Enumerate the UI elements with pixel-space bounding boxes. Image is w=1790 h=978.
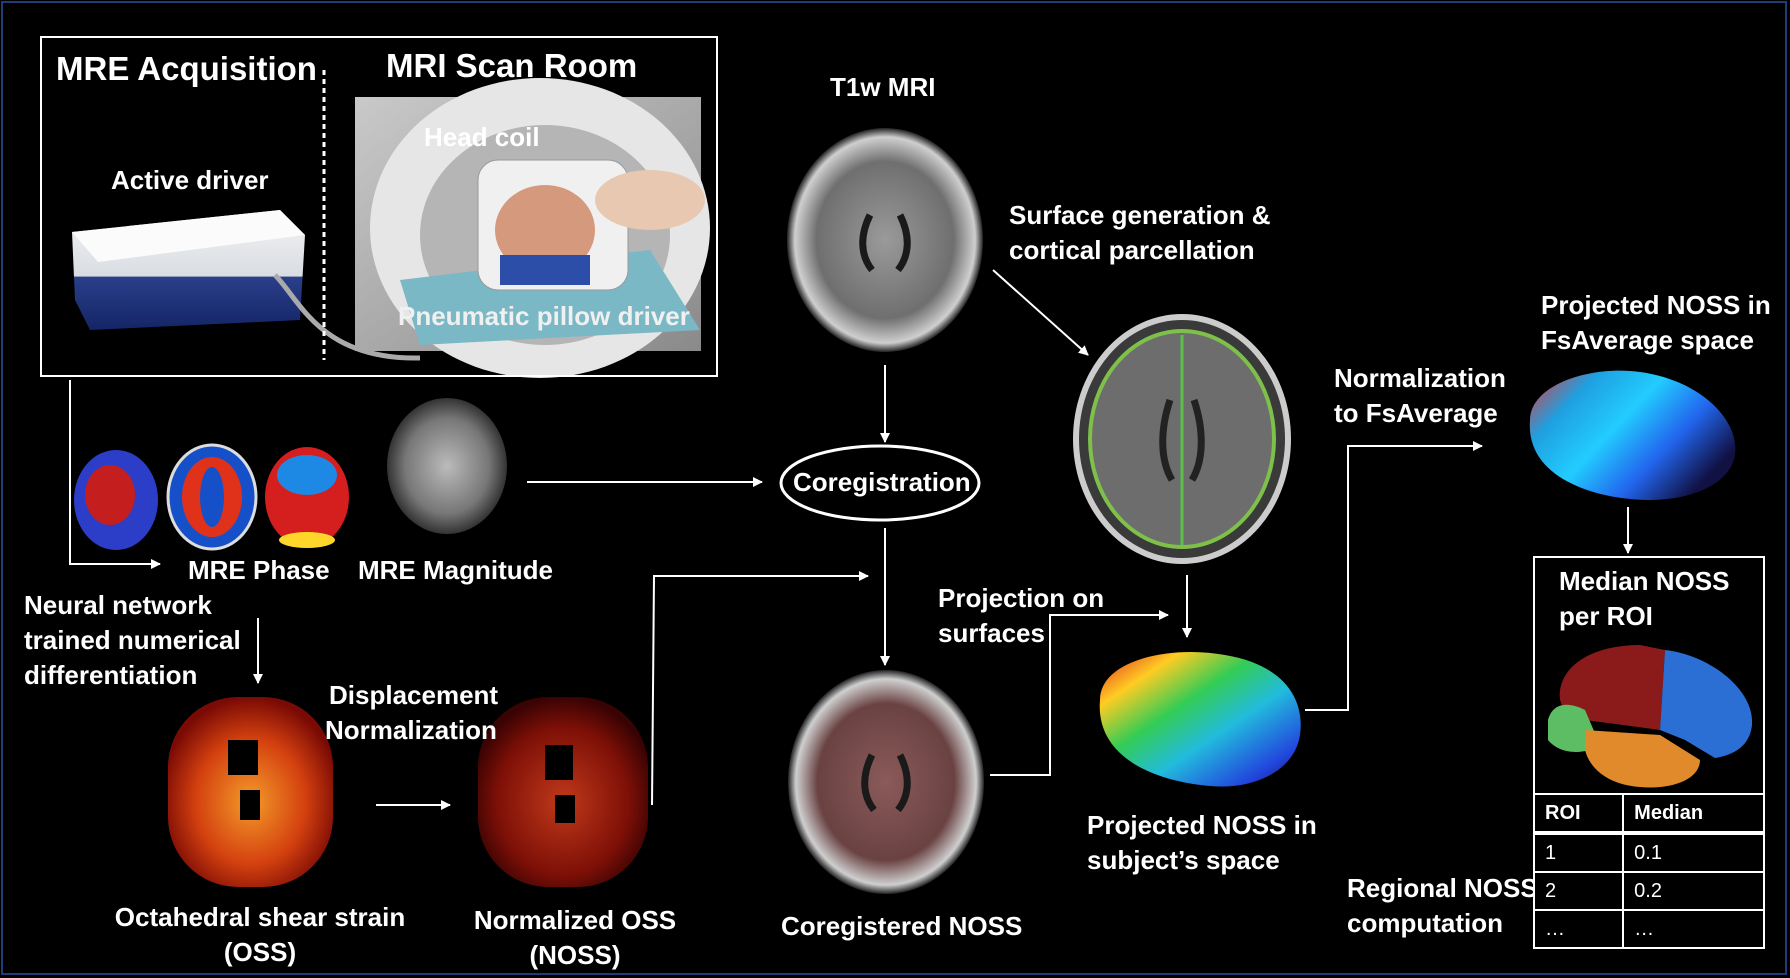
regional-label-2: computation: [1347, 908, 1503, 938]
connectors: [69, 269, 1633, 810]
nn-label-2: trained numerical: [24, 625, 241, 655]
t1w-label: T1w MRI: [830, 72, 936, 102]
scanner-photo: [355, 78, 710, 378]
regional-label-1: Regional NOSS: [1347, 873, 1538, 903]
coreg-noss-label: Coregistered NOSS: [781, 911, 1023, 941]
proj-label-1: Projection on: [938, 583, 1105, 613]
median-cell: 0.2: [1622, 871, 1765, 911]
table-row: 1 0.1: [1532, 832, 1765, 873]
noss-image: [478, 697, 648, 887]
surface-label-2: cortical parcellation: [1009, 235, 1255, 265]
nn-label-3: differentiation: [24, 660, 198, 690]
mre-magnitude-image: [387, 398, 507, 534]
disp-label-2: Normalization: [325, 715, 497, 745]
roi-table-header: ROI Median: [1532, 793, 1765, 834]
coregistration-node: [779, 444, 981, 522]
roi-cell: 1: [1532, 832, 1625, 873]
nn-label-1: Neural network: [24, 590, 212, 620]
subj-label-1: Projected NOSS in: [1087, 810, 1317, 840]
fsavg-label-1: Projected NOSS in: [1541, 290, 1771, 320]
median-label-1: Median NOSS: [1559, 566, 1730, 596]
room-title: MRI Scan Room: [386, 47, 638, 84]
acquisition-box: [40, 36, 718, 377]
roi-table: ROI Median 1 0.1 2 0.2 … …: [1532, 793, 1765, 949]
pneumatic-label: Pneumatic pillow driver: [398, 301, 690, 331]
mre-phase-label: MRE Phase: [188, 555, 330, 585]
acq-title: MRE Acquisition: [56, 50, 317, 87]
coregistered-noss-image: [788, 670, 984, 894]
roi-cell: 2: [1532, 871, 1625, 911]
subj-label-2: subject’s space: [1087, 845, 1280, 875]
mre-phase-images: [74, 443, 349, 551]
mre-magnitude-label: MRE Magnitude: [358, 555, 553, 585]
parcellation-image: [1073, 314, 1291, 564]
t1w-mri-image: [787, 128, 983, 352]
table-row: … …: [1532, 909, 1765, 949]
active-driver-device: [72, 210, 421, 361]
oss-label-1: Octahedral shear strain: [114, 902, 406, 932]
coregistration-label: Coregistration: [793, 467, 971, 497]
fsaverage-brain-surface: [1529, 370, 1736, 500]
fsavg-label-2: FsAverage space: [1541, 325, 1754, 355]
roi-cell: …: [1532, 909, 1625, 949]
active-driver-label: Active driver: [111, 165, 269, 195]
median-cell: …: [1622, 909, 1765, 949]
table-row: 2 0.2: [1532, 871, 1765, 911]
oss-label-2: (OSS): [223, 937, 297, 967]
proj-label-2: surfaces: [938, 618, 1045, 648]
head-coil-label: Head coil: [424, 122, 540, 152]
median-label-2: per ROI: [1559, 601, 1653, 631]
noss-label-2: (NOSS): [529, 940, 621, 970]
median-cell: 0.1: [1622, 832, 1765, 873]
norm-label-2: to FsAverage: [1334, 398, 1498, 428]
roi-header: ROI: [1532, 793, 1625, 834]
oss-image: [168, 697, 333, 887]
surface-label-1: Surface generation &: [1009, 200, 1271, 230]
median-header: Median: [1622, 793, 1765, 834]
subject-brain-surface: [1099, 652, 1301, 787]
noss-label-1: Normalized OSS: [473, 905, 677, 935]
disp-label-1: Displacement: [329, 680, 499, 710]
norm-label-1: Normalization: [1334, 363, 1506, 393]
